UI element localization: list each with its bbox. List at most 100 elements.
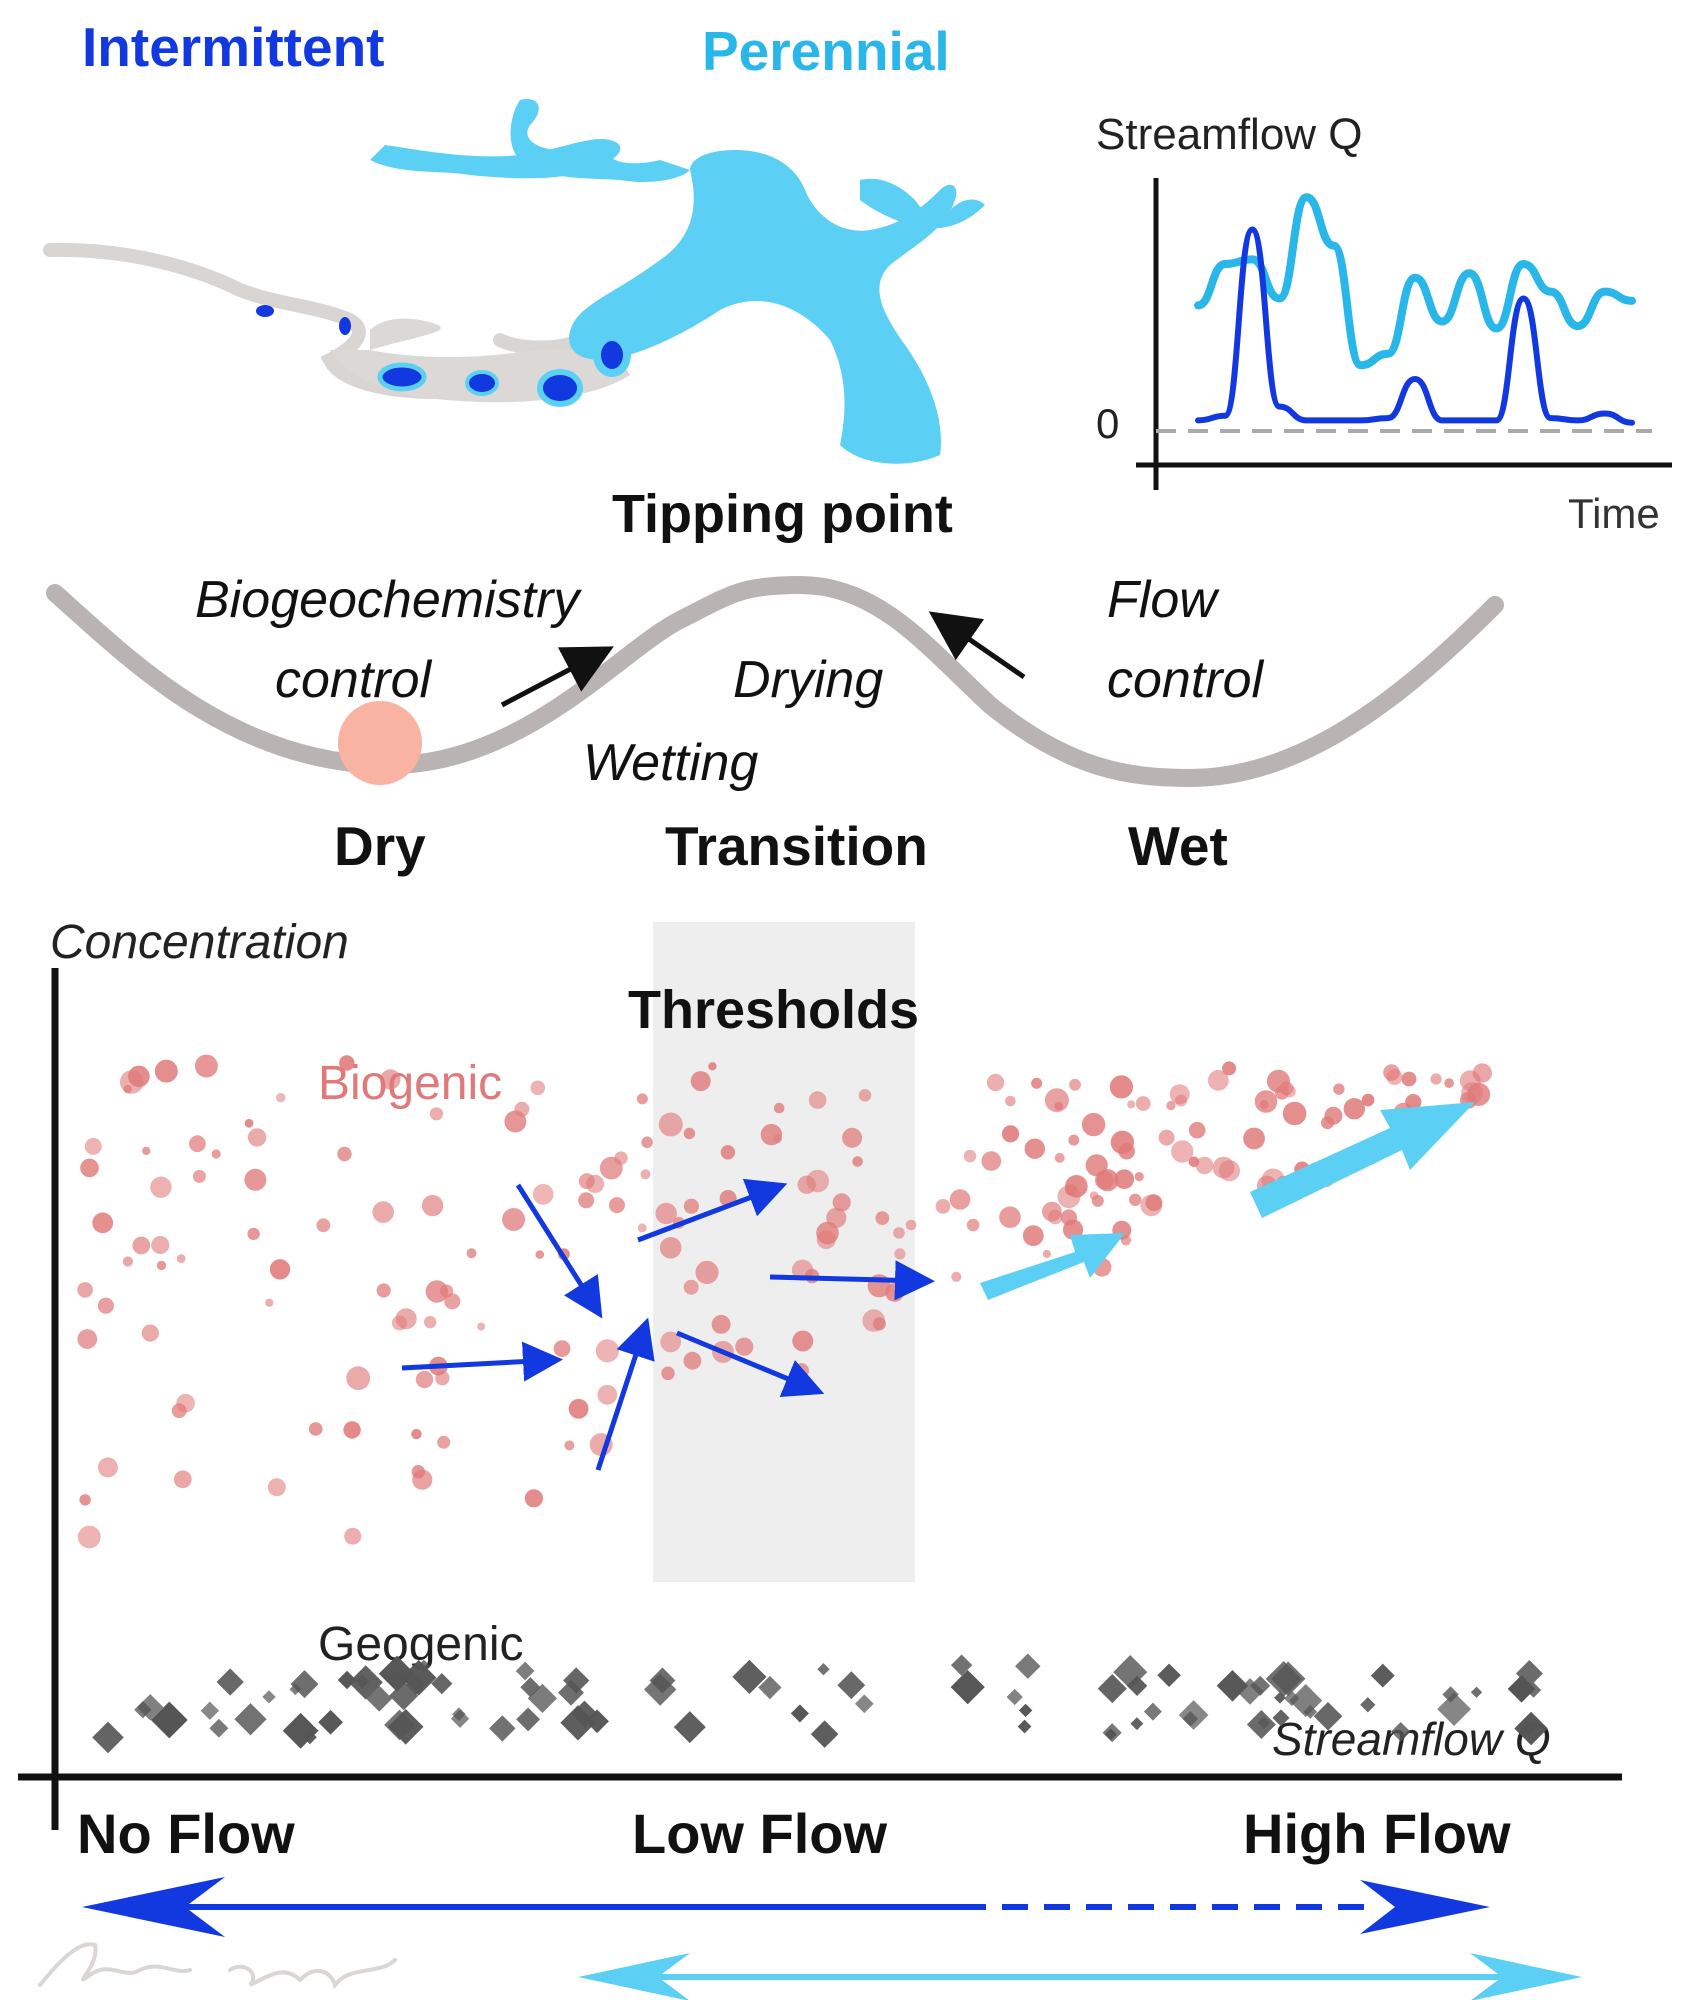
biogenic-point: [150, 1176, 172, 1198]
landscape-curve: [46, 575, 1504, 788]
biogenic-point: [1001, 1125, 1020, 1143]
biogenic-point: [1042, 1249, 1051, 1259]
label-perennial: Perennial: [702, 20, 950, 82]
biogenic-point: [1472, 1063, 1493, 1083]
geogenic-point: [1102, 1723, 1122, 1743]
biogenic-point: [659, 1237, 682, 1259]
biogenic-point: [637, 1223, 647, 1233]
biogenic-point: [192, 1169, 206, 1183]
biogenic-point: [1127, 1100, 1136, 1109]
biogenic-point: [1169, 1084, 1190, 1105]
biogenic-point: [429, 1107, 443, 1121]
biogenic-point: [77, 1282, 93, 1298]
biogenic-point: [502, 1208, 526, 1231]
biogenic-point: [1243, 1127, 1265, 1150]
biogenic-point: [344, 1527, 362, 1545]
geogenic-point: [1257, 1716, 1270, 1729]
biogenic-point: [532, 1183, 554, 1205]
biogenic-point: [842, 1127, 863, 1148]
biogenic-point: [690, 1071, 711, 1092]
biogenic-point: [1096, 1169, 1119, 1192]
geogenic-point: [1157, 1663, 1181, 1688]
geogenic-point: [732, 1659, 767, 1694]
biogenic-point: [568, 1398, 589, 1419]
blue-arrow-6: [769, 1260, 935, 1301]
biogenic-point: [1042, 1201, 1062, 1222]
label-wetting: Wetting: [583, 734, 758, 792]
biogenic-point: [578, 1192, 595, 1209]
label-high-flow: High Flow: [1243, 1802, 1511, 1865]
label-flow-control: control: [1107, 651, 1265, 709]
biogenic-point: [852, 1156, 863, 1167]
biogenic-point: [1444, 1078, 1454, 1088]
geogenic-point: [431, 1673, 453, 1695]
biogenic-point: [477, 1322, 486, 1331]
hydrograph-ylabel: Streamflow Q: [1096, 110, 1363, 159]
blue-arrow-1: [401, 1341, 563, 1382]
biogenic-point: [376, 1283, 391, 1298]
biogenic-point: [415, 1370, 434, 1389]
label-drying: Drying: [733, 651, 883, 709]
geogenic-point: [1360, 1697, 1376, 1713]
biogenic-point: [893, 1227, 905, 1239]
biogenic-point: [176, 1393, 195, 1413]
biogenic-point: [1129, 1193, 1142, 1207]
geogenic-point: [810, 1720, 839, 1748]
biogenic-point: [832, 1193, 851, 1212]
cq-xlabel: Streamflow Q: [1272, 1713, 1551, 1765]
biogenic-point: [79, 1494, 91, 1506]
biogenic-point: [793, 1363, 809, 1379]
biogenic-point: [1254, 1090, 1278, 1113]
biogenic-point: [97, 1457, 118, 1478]
biogenic-point: [189, 1135, 206, 1153]
intermittent-pool-5: [537, 369, 583, 407]
biogenic-point: [1110, 1130, 1135, 1155]
geogenic-point: [1130, 1717, 1144, 1731]
biogenic-point: [535, 1250, 545, 1259]
biogenic-point: [1054, 1152, 1065, 1163]
biogenic-point: [735, 1337, 754, 1356]
biogenic-point: [132, 1236, 151, 1255]
biogenic-point: [1188, 1121, 1206, 1139]
biogenic-point: [711, 1314, 731, 1334]
biogenic-point: [1134, 1172, 1144, 1182]
label-state-wet: Wet: [1128, 815, 1228, 877]
biogenic-point: [247, 1227, 260, 1241]
geogenic-point: [166, 1715, 183, 1733]
blue-arrow-4: [637, 1178, 788, 1243]
series-perennial-line: [1194, 193, 1636, 370]
biogenic-point: [1266, 1069, 1290, 1093]
biogenic-point: [636, 1093, 648, 1105]
biogenic-point: [211, 1149, 221, 1159]
label-biogeochemistry-control: control: [275, 651, 433, 709]
intermittent-pool-6: [593, 333, 631, 377]
biogenic-point: [999, 1206, 1021, 1228]
biogenic-point: [1430, 1073, 1442, 1085]
biogenic-point: [966, 1218, 980, 1232]
biogenic-point: [343, 1421, 361, 1439]
biogenic-point: [337, 1146, 352, 1162]
geogenic-point: [1143, 1702, 1162, 1721]
biogenic-point: [411, 1465, 425, 1479]
biogenic-point: [1068, 1134, 1080, 1146]
biogenic-point: [885, 1283, 904, 1302]
intermittent-pool-4: [465, 370, 499, 396]
biogenic-point: [1188, 1156, 1200, 1168]
biogenic-point: [269, 1259, 291, 1280]
geogenic-point: [262, 1690, 276, 1704]
biogenic-point: [981, 1151, 1002, 1171]
geogenic-point: [489, 1715, 516, 1742]
biogenic-point: [151, 1235, 170, 1255]
geogenic-point: [1015, 1653, 1041, 1679]
concentration-discharge-plot: Thresholds Concentration Biogenic Geogen…: [18, 916, 1622, 1865]
state-ball: [338, 701, 422, 785]
biogenic-point: [173, 1470, 192, 1489]
biogenic-point: [92, 1212, 114, 1234]
biogenic-point: [1057, 1185, 1081, 1209]
biogenic-point: [84, 1137, 102, 1155]
geogenic-point: [950, 1669, 985, 1705]
geogenic-point: [673, 1711, 706, 1744]
artist-signature: [38, 1942, 397, 1990]
geogenic-point: [790, 1704, 809, 1723]
biogenic-point: [316, 1218, 331, 1233]
